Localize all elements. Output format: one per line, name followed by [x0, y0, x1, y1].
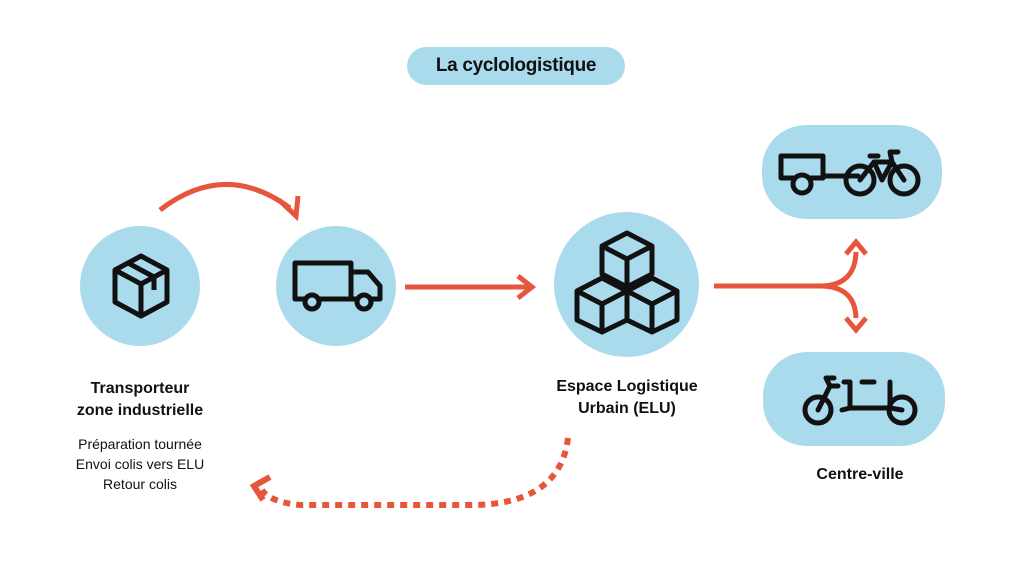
truck-icon — [292, 260, 383, 312]
transporteur-title-line1: Transporteur — [90, 380, 190, 397]
stacked-boxes-icon — [574, 230, 680, 335]
transporteur-title-line2: zone industrielle — [76, 402, 204, 419]
dotted-return-arrow-head — [249, 474, 272, 502]
elu-title-line1: Espace Logistique — [556, 378, 698, 395]
detail-envoi: Envoi colis vers ELU — [75, 456, 205, 472]
elu-title-line2: Urbain (ELU) — [578, 400, 676, 417]
bike-trailer-icon — [778, 149, 921, 197]
curved-arrow — [158, 182, 292, 212]
curved-arrow-head — [277, 195, 301, 222]
branch-arrow-up-head — [844, 238, 868, 256]
transporteur-label: Transporteur zone industrielle — [40, 378, 240, 422]
branch-arrow — [714, 251, 859, 289]
transporteur-details: Préparation tournée Envoi colis vers ELU… — [40, 434, 240, 494]
straight-arrow-head — [516, 274, 537, 300]
elu-label: Espace Logistique Urbain (ELU) — [517, 376, 737, 420]
cargo-bike-node — [763, 352, 945, 446]
detail-retour: Retour colis — [103, 476, 177, 492]
dotted-return-arrow — [259, 437, 571, 508]
detail-preparation: Préparation tournée — [78, 436, 202, 452]
cargo-bike-icon — [802, 375, 918, 426]
centre-ville-label: Centre-ville — [816, 466, 904, 483]
branch-arrow-down — [819, 283, 859, 319]
diagram-title: La cyclologistique — [407, 47, 625, 85]
package-icon — [112, 253, 170, 319]
branch-arrow-down-head — [844, 316, 868, 334]
bike-trailer-node — [762, 125, 942, 219]
